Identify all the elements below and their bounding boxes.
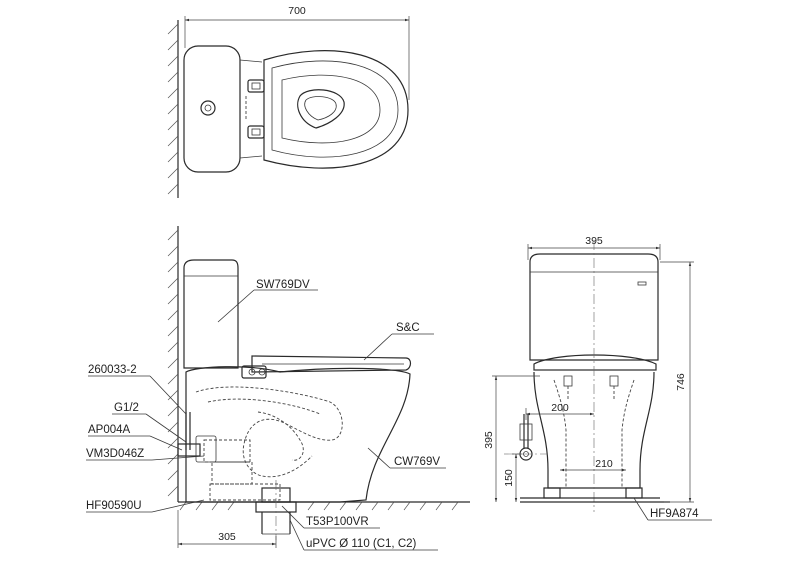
label-tank: SW769DV [256,279,310,291]
seat-hinge-icons [247,79,265,139]
label-seat: S&C [396,322,420,334]
dimension-top-width: 700 [288,5,306,17]
top-tank [183,45,241,173]
front-fittings [563,375,619,400]
side-view: 305 SW769DV S&C 260033-2 G1/2 AP004A VM3… [86,226,470,551]
front-foot-right [625,487,643,499]
angle-valve-icon [177,443,201,457]
top-wall-hatch [167,23,179,195]
label-bracket: 260033-2 [88,364,137,376]
front-tank [529,253,659,361]
label-drain-pipe: uPVC Ø 110 (C1, C2) [306,538,417,550]
dimension-outlet-height: 150 [503,469,515,487]
front-view: 395 [483,235,712,521]
side-seat-lid [251,355,412,373]
side-floor-hatch [179,501,459,511]
label-inlet: G1/2 [114,402,139,414]
side-bowl-outer [185,366,411,503]
front-lid [533,354,657,371]
label-floor-flange: HF90590U [86,500,142,512]
top-bowl-opening [297,89,345,129]
dimension-wall-to-outlet: 305 [218,531,236,543]
dimension-inlet-height: 395 [483,431,495,449]
dimension-foot-spacing: 210 [595,458,613,470]
side-tank [183,259,239,369]
top-bowl-outer [263,50,409,169]
label-flush-valve: VM3D046Z [86,448,144,460]
label-bowl: CW769V [394,456,440,468]
seat-hinge-side [241,365,267,379]
top-view: 700 [167,5,410,198]
label-fixing-kit: HF9A874 [650,508,699,520]
dimension-outlet-offset: 200 [551,402,569,414]
dimension-front-height: 746 [675,373,687,391]
side-wall-hatch [167,229,179,497]
front-foot-left [543,487,561,499]
label-outlet-pipe: T53P100VR [306,516,369,528]
label-valve: AP004A [88,424,131,436]
flush-button-icon [200,100,216,116]
